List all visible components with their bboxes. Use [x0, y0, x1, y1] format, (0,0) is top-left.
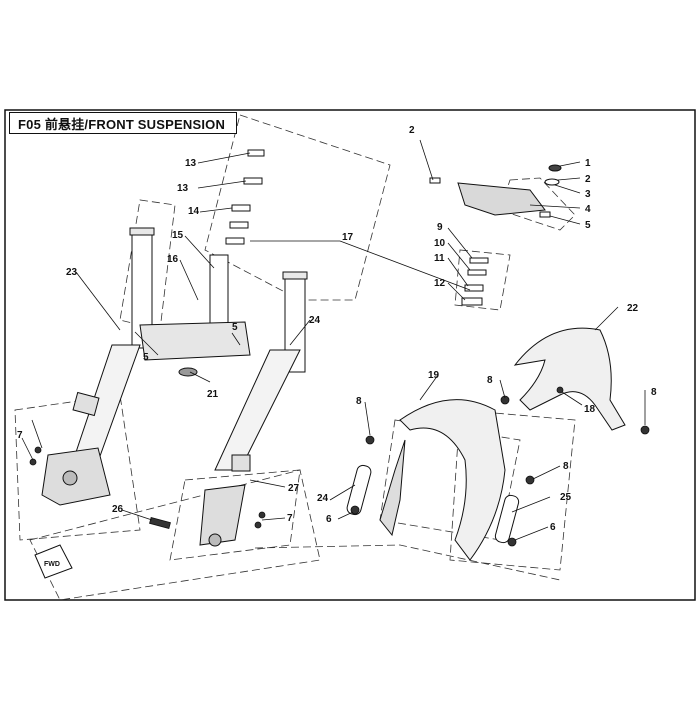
callout-8-b: 8 [651, 387, 657, 398]
callout-8-a: 8 [487, 375, 493, 386]
callout-14: 14 [188, 206, 200, 217]
outline-right-bushings [454, 249, 511, 311]
callout-23: 24 [309, 315, 321, 326]
callout-6-b: 6 [550, 522, 556, 533]
callout-3: 3 [585, 189, 591, 200]
outline-caliper [14, 394, 141, 541]
callout-5-a: 2 [409, 125, 415, 136]
callout-6-a: 6 [326, 514, 332, 525]
side-reflectors [346, 464, 520, 544]
callout-5-d: 5 [143, 352, 149, 363]
cone-bearing-set [461, 257, 489, 306]
callout-15: 15 [172, 230, 184, 241]
callout-1: 1 [585, 158, 591, 169]
front-fender [379, 399, 506, 561]
callout-21: 22 [627, 303, 639, 314]
callout-24-a: 24 [317, 493, 329, 504]
diagram-title: F05 前悬挂/FRONT SUSPENSION [18, 116, 226, 132]
upper-triple-clamp [429, 164, 562, 218]
callout-25: 26 [112, 504, 124, 515]
callout-18: 18 [584, 404, 596, 415]
callout-2: 2 [585, 174, 591, 185]
callout-17: 17 [342, 232, 354, 243]
callout-16: 16 [167, 254, 179, 265]
callout-12: 12 [434, 278, 446, 289]
right-fork [199, 271, 308, 547]
fender-bracket [513, 327, 626, 431]
callout-11: 11 [434, 253, 445, 264]
outline-right-leg [169, 469, 301, 561]
callout-8-c: 8 [356, 396, 362, 407]
callout-labels: 2 1 2 3 4 5 13 13 14 15 16 17 9 10 11 12… [17, 125, 657, 533]
bolts [29, 386, 650, 547]
outline-fender-right [449, 409, 576, 571]
callout-7-b: 7 [17, 430, 23, 441]
lower-triple-clamp [139, 254, 251, 377]
outline-bottom [254, 544, 561, 581]
callout-5-c: 5 [232, 322, 238, 333]
callout-13-a: 13 [185, 158, 197, 169]
callout-8-d: 8 [563, 461, 569, 472]
callout-24-b: 25 [560, 492, 572, 503]
callout-4: 4 [585, 204, 591, 215]
title-box: F05 前悬挂/FRONT SUSPENSION [9, 112, 237, 134]
callout-26: 27 [288, 483, 300, 494]
diagram-frame [4, 109, 696, 601]
callout-13-b: 13 [177, 183, 189, 194]
fwd-label: FWD [44, 561, 60, 568]
callout-19: 19 [428, 370, 440, 381]
leader-lines [21, 139, 646, 541]
callout-5-b: 5 [585, 220, 591, 231]
callout-7-a: 7 [287, 513, 293, 524]
callout-10: 10 [434, 238, 446, 249]
outline-top-bushings [204, 114, 391, 301]
stem-bearings [225, 149, 265, 245]
left-fork [41, 227, 155, 506]
callout-9: 9 [437, 222, 443, 233]
callout-22: 23 [66, 267, 78, 278]
fwd-arrow: FWD [34, 544, 73, 579]
callout-20: 21 [207, 389, 219, 400]
